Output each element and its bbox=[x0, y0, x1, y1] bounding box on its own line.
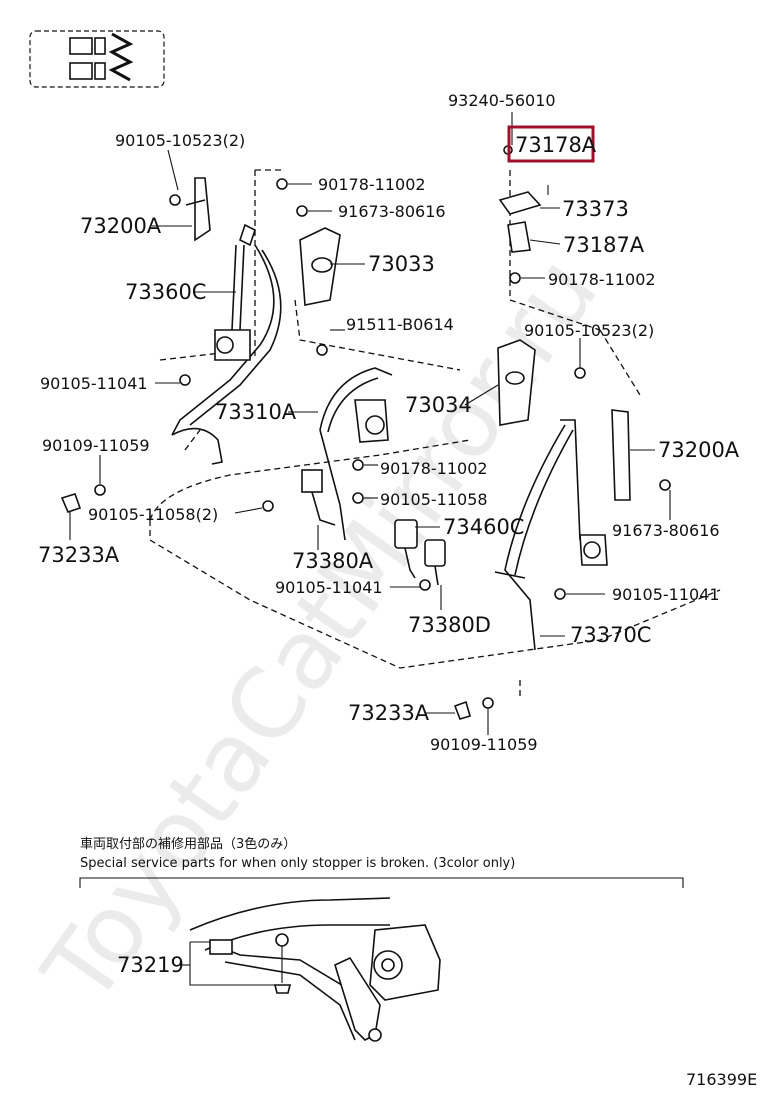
label-90105-11058: 90105-11058 bbox=[380, 490, 488, 509]
service-note: 車両取付部の補修用部品（3色のみ） Special service parts … bbox=[79, 836, 684, 888]
label-93240-56010: 93240-56010 bbox=[448, 91, 556, 110]
label-91673-80616-left: 91673-80616 bbox=[338, 202, 446, 221]
center-belt-assembly bbox=[301, 367, 446, 586]
label-73310A: 73310A bbox=[215, 400, 297, 424]
label-73219: 73219 bbox=[117, 953, 184, 977]
label-90105-10523-right: 90105-10523(2) bbox=[524, 321, 654, 340]
leader-lines bbox=[69, 112, 671, 735]
label-73033: 73033 bbox=[368, 252, 435, 276]
label-90105-11041-left: 90105-11041 bbox=[40, 374, 148, 393]
label-73380A: 73380A bbox=[292, 549, 374, 573]
label-90105-10523-left: 90105-10523(2) bbox=[115, 131, 245, 150]
right-upper-parts bbox=[498, 145, 542, 284]
label-73233A-bottom: 73233A bbox=[348, 701, 430, 725]
label-73380D: 73380D bbox=[408, 613, 491, 637]
note-english: Special service parts for when only stop… bbox=[80, 856, 515, 871]
pillar-trim-73033 bbox=[299, 227, 341, 306]
label-73178A: 73178A bbox=[515, 133, 597, 157]
label-91673-80616-right: 91673-80616 bbox=[612, 521, 720, 540]
vehicle-location-icon bbox=[29, 30, 165, 88]
part-labels: 93240-56010 73178A 73373 73187A 90178-11… bbox=[38, 91, 740, 754]
label-90178-11002-left: 90178-11002 bbox=[318, 175, 426, 194]
fasteners bbox=[60, 178, 671, 720]
label-73200A-left: 73200A bbox=[80, 214, 162, 238]
label-73200A-right: 73200A bbox=[658, 438, 740, 462]
label-90109-11059-left: 90109-11059 bbox=[42, 436, 150, 455]
label-90105-11041-right: 90105-11041 bbox=[612, 585, 720, 604]
label-90178-11002-center: 90178-11002 bbox=[380, 459, 488, 478]
label-90105-11041-center: 90105-11041 bbox=[275, 578, 383, 597]
label-73187A: 73187A bbox=[563, 233, 645, 257]
label-91511-B0614: 91511-B0614 bbox=[346, 315, 454, 334]
note-japanese: 車両取付部の補修用部品（3色のみ） bbox=[80, 836, 296, 852]
drawing-id: 716399E bbox=[686, 1070, 757, 1089]
label-90109-11059-bottom: 90109-11059 bbox=[430, 735, 538, 754]
right-belt-assembly bbox=[494, 409, 631, 651]
inset-stopper-detail: 73219 bbox=[117, 897, 441, 1042]
left-belt-assembly bbox=[171, 177, 282, 465]
label-73034: 73034 bbox=[405, 393, 472, 417]
label-73233A-left: 73233A bbox=[38, 543, 120, 567]
label-90178-11002-right: 90178-11002 bbox=[548, 270, 656, 289]
label-90105-11058-2: 90105-11058(2) bbox=[88, 505, 218, 524]
label-73460C: 73460C bbox=[443, 515, 524, 539]
label-73373: 73373 bbox=[562, 197, 629, 221]
pillar-trim-73034 bbox=[497, 339, 536, 426]
highlight-box-73178A bbox=[507, 125, 595, 163]
label-73370C: 73370C bbox=[570, 623, 651, 647]
label-73360C: 73360C bbox=[125, 280, 206, 304]
